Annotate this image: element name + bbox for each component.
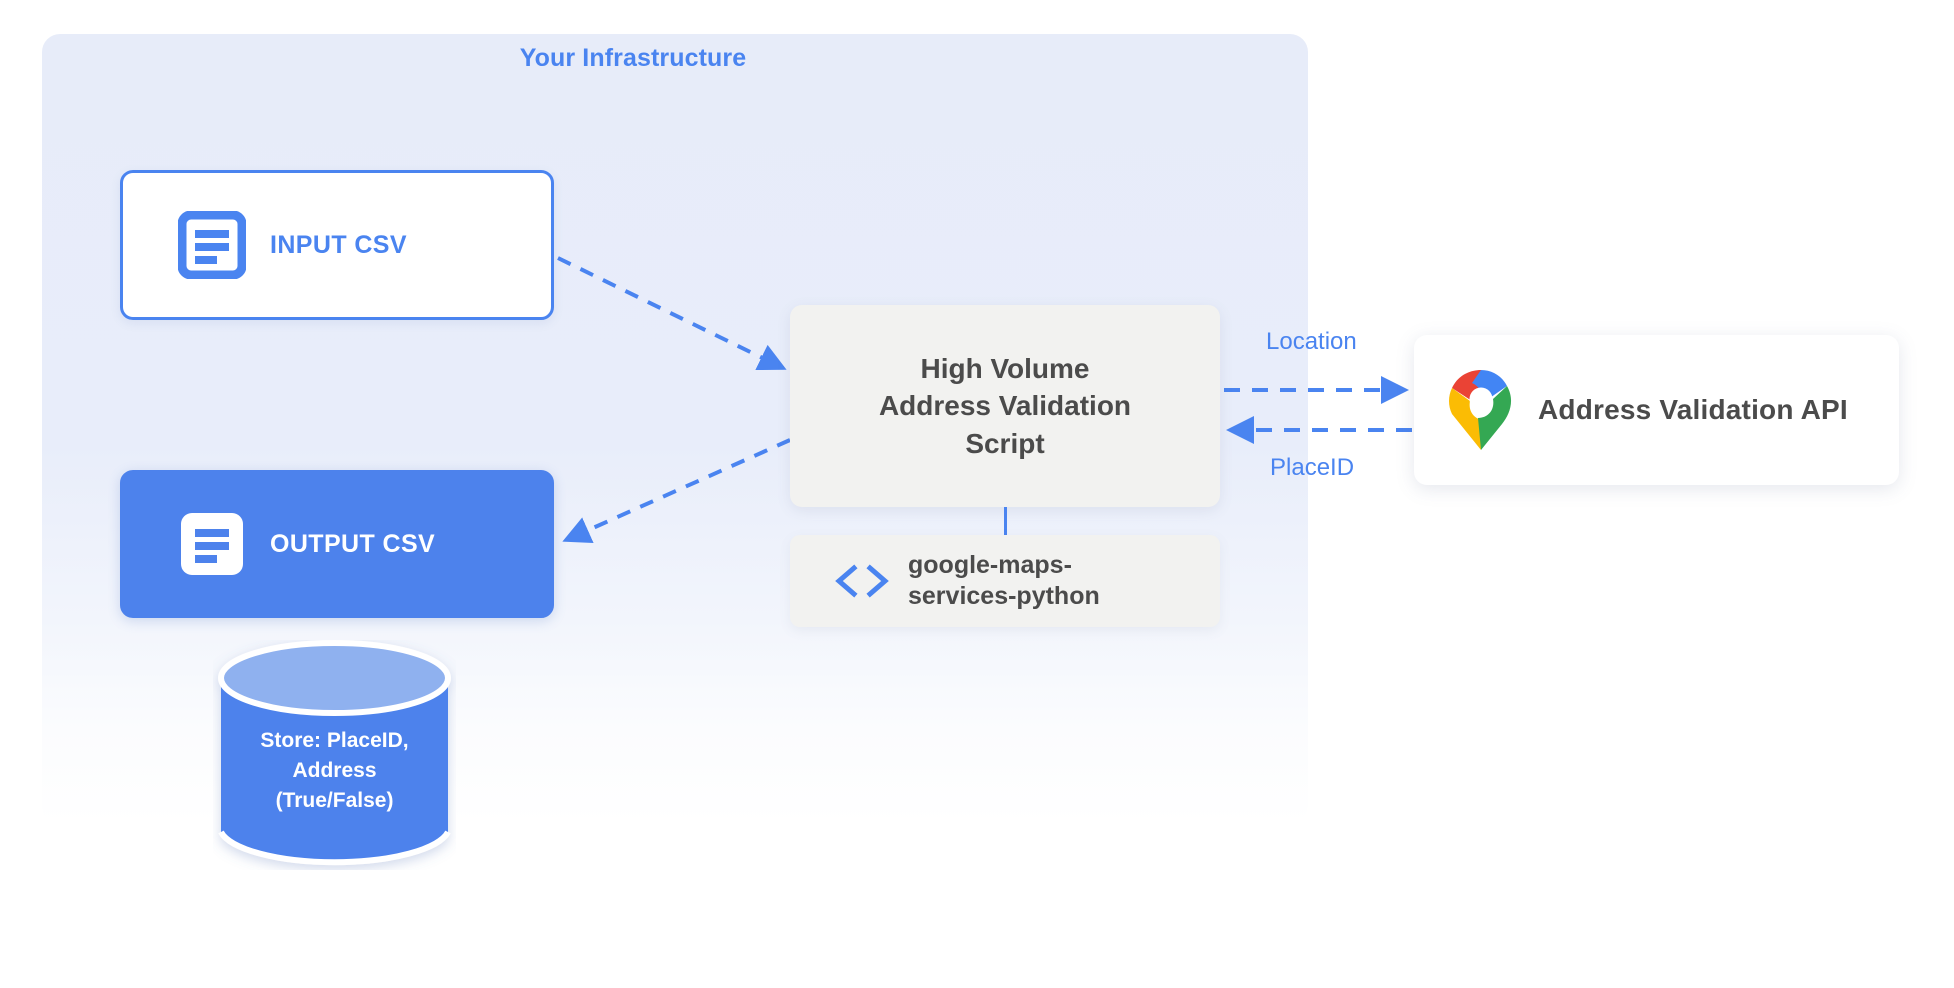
script-line-3: Script [965, 427, 1045, 459]
script-line-2: Address Validation [878, 390, 1132, 422]
library-line-1: google-maps- [908, 551, 1072, 579]
document-icon [177, 210, 247, 280]
output-csv-node[interactable]: OUTPUT CSV [120, 470, 554, 618]
api-label: Address Validation API [1538, 394, 1848, 425]
script-line-1: High Volume [920, 353, 1090, 385]
edge-script-to-library [1004, 507, 1007, 542]
script-node[interactable]: High Volume Address Validation Script [790, 305, 1220, 507]
database-node[interactable]: Store: PlaceID, Address (True/False) [213, 640, 456, 870]
edge-label-placeid: PlaceID [1270, 454, 1355, 481]
address-validation-api-node[interactable]: Address Validation API [1414, 335, 1899, 485]
library-label: google-maps- services-python [908, 550, 1100, 612]
google-maps-pin-icon [1448, 368, 1514, 452]
output-csv-label: OUTPUT CSV [270, 529, 436, 558]
library-node[interactable]: google-maps- services-python [790, 535, 1220, 627]
input-csv-node[interactable]: INPUT CSV [120, 170, 554, 320]
page-title: Your Infrastructure [519, 44, 747, 72]
code-brackets-icon [832, 561, 892, 601]
document-icon [178, 510, 246, 578]
library-line-2: services-python [908, 582, 1100, 610]
input-csv-label: INPUT CSV [270, 230, 407, 259]
edge-label-location: Location [1266, 328, 1357, 355]
